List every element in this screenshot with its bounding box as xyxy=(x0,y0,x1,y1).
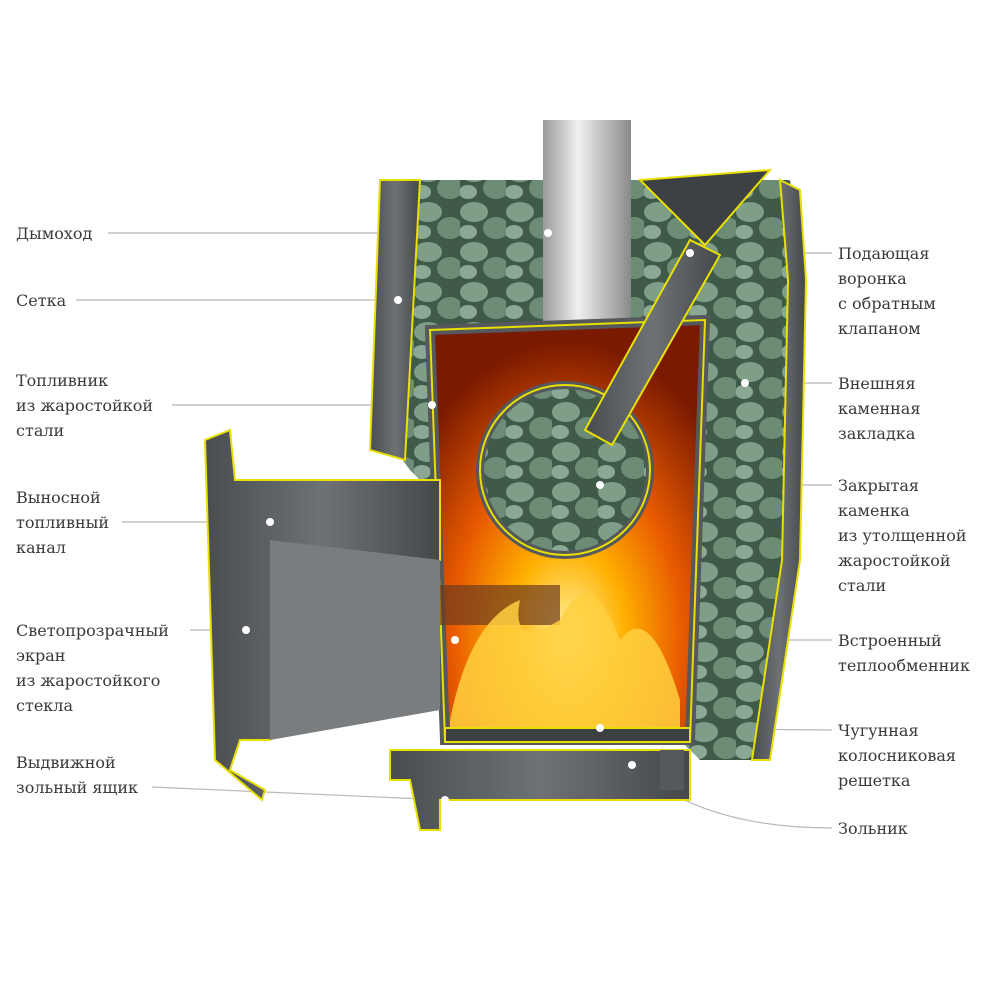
label-line: колосниковая xyxy=(838,746,956,765)
label-line: Сетка xyxy=(16,291,67,310)
label-line: из жаростойкой xyxy=(16,396,154,415)
label-line: канал xyxy=(16,538,66,557)
label-line: Выдвижной xyxy=(16,753,116,772)
label-line: воронка xyxy=(838,269,907,288)
label-line: закладка xyxy=(838,424,916,443)
glass-screen xyxy=(270,540,440,740)
label-line: Подающая xyxy=(838,244,930,263)
label-line: Закрытая xyxy=(838,476,919,495)
ash-pit xyxy=(389,749,691,831)
label-line: стали xyxy=(16,421,65,440)
funnel xyxy=(637,168,773,247)
label-line: каменка xyxy=(838,501,910,520)
grate xyxy=(444,727,691,743)
label-line: теплообменник xyxy=(838,656,970,675)
label-line: Светопрозрачный xyxy=(16,621,169,640)
label-line: стекла xyxy=(16,696,73,715)
label-heat-exchanger: Встроенный теплообменник xyxy=(838,628,970,678)
label-fuel-channel: Выносной топливный канал xyxy=(16,485,109,560)
chimney xyxy=(543,120,631,330)
flames xyxy=(450,594,680,730)
label-line: стали xyxy=(838,576,887,595)
label-grate: Чугунная колосниковая решетка xyxy=(838,718,956,793)
label-line: Выносной xyxy=(16,488,101,507)
label-line: Зольник xyxy=(838,819,908,838)
pointer-dots xyxy=(242,229,749,804)
label-funnel: Подающая воронка с обратным клапаном xyxy=(838,241,936,341)
mesh xyxy=(368,179,422,462)
label-line: с обратным xyxy=(838,294,936,313)
label-closed-heater: Закрытая каменка из утолщенной жаростойкой с… xyxy=(838,473,967,598)
label-chimney: Дымоход xyxy=(16,221,92,246)
label-ash-pit: Зольник xyxy=(838,816,908,841)
label-line: зольный ящик xyxy=(16,778,139,797)
label-mesh: Сетка xyxy=(16,288,66,313)
label-line: Дымоход xyxy=(16,224,93,243)
label-line: Чугунная xyxy=(838,721,919,740)
label-line: Топливник xyxy=(16,371,109,390)
label-line: жаростойкой xyxy=(838,551,951,570)
label-line: Встроенный xyxy=(838,631,942,650)
label-line: решетка xyxy=(838,771,911,790)
label-line: из жаростойкого xyxy=(16,671,161,690)
label-line: топливный xyxy=(16,513,110,532)
label-line: клапаном xyxy=(838,319,921,338)
label-glass-screen: Светопрозрачный экран из жаростойкого стекл… xyxy=(16,618,169,718)
label-firebox: Топливник из жаростойкой стали xyxy=(16,368,153,443)
label-line: Внешняя xyxy=(838,374,916,393)
label-ash-drawer: Выдвижной зольный ящик xyxy=(16,750,138,800)
label-line: каменная xyxy=(838,399,921,418)
label-line: экран xyxy=(16,646,66,665)
label-outer-stones: Внешняя каменная закладка xyxy=(838,371,920,446)
label-line: из утолщенной xyxy=(838,526,967,545)
